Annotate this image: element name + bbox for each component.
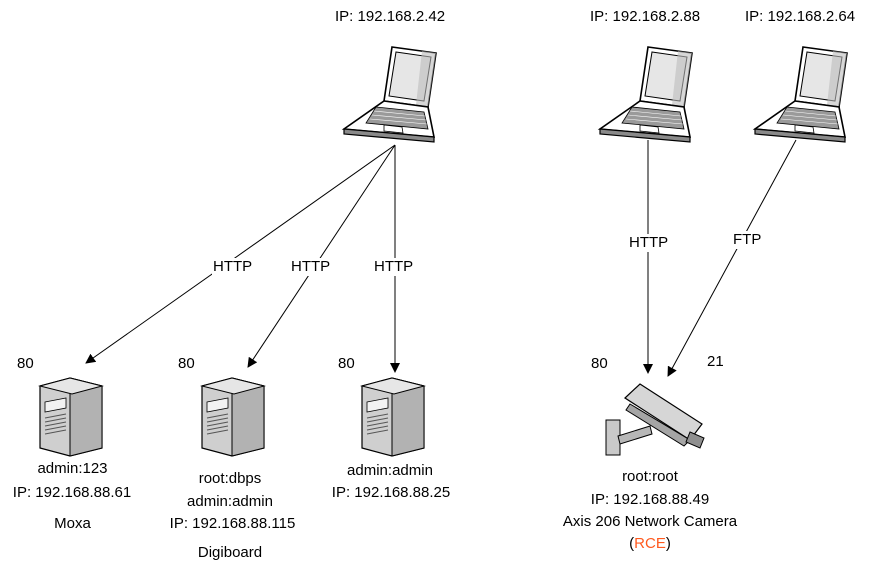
edge-moxa	[85, 144, 396, 364]
server-icon-moxa	[39, 377, 103, 457]
rce-paren-close: )	[665, 535, 671, 552]
edge-label: HTTP	[628, 234, 670, 252]
device-ip-label: IP: 192.168.88.61	[12, 484, 132, 501]
device-ip-label: IP: 192.168.88.49	[590, 491, 710, 508]
credentials-label: root:root	[622, 468, 678, 485]
device-ip-label: IP: 192.168.88.115	[169, 515, 296, 532]
port-label: 80	[591, 355, 608, 372]
edge-label: HTTP	[290, 258, 332, 276]
device-name-label: Moxa	[54, 515, 91, 532]
server-icon-192-168-88-25	[361, 377, 425, 457]
device-ip-label: IP: 192.168.88.25	[331, 484, 451, 501]
client-ip-label: IP: 192.168.2.64	[745, 8, 856, 25]
port-label: 80	[17, 355, 34, 372]
port-label: 80	[338, 355, 355, 372]
rce-note: (RCE)	[590, 535, 710, 553]
laptop-icon-192-168-2-64	[754, 46, 848, 143]
edge-camera-ftp	[667, 139, 797, 377]
credentials-label: admin:admin	[347, 462, 433, 479]
credentials-label: admin:admin	[187, 493, 273, 510]
port-label: 21	[707, 353, 724, 370]
rce-paren-open: (	[629, 535, 635, 552]
device-name-label: Axis 206 Network Camera	[562, 513, 738, 530]
laptop-icon-192-168-2-88	[599, 46, 693, 143]
server-icon-digiboard	[201, 377, 265, 457]
client-ip-label: IP: 192.168.2.42	[335, 8, 446, 25]
rce-label: RCE	[634, 535, 666, 552]
security-camera-icon	[605, 383, 705, 456]
port-label: 80	[178, 355, 195, 372]
edge-label: HTTP	[212, 258, 254, 276]
edge-digiboard	[247, 144, 396, 368]
edge-label: FTP	[732, 231, 763, 249]
edge-label: HTTP	[373, 258, 415, 276]
credentials-label: admin:123	[37, 460, 108, 477]
credentials-label: root:dbps	[198, 470, 262, 487]
laptop-icon-192-168-2-42	[343, 46, 437, 143]
client-ip-label: IP: 192.168.2.88	[590, 8, 701, 25]
device-name-label: Digiboard	[197, 544, 263, 561]
